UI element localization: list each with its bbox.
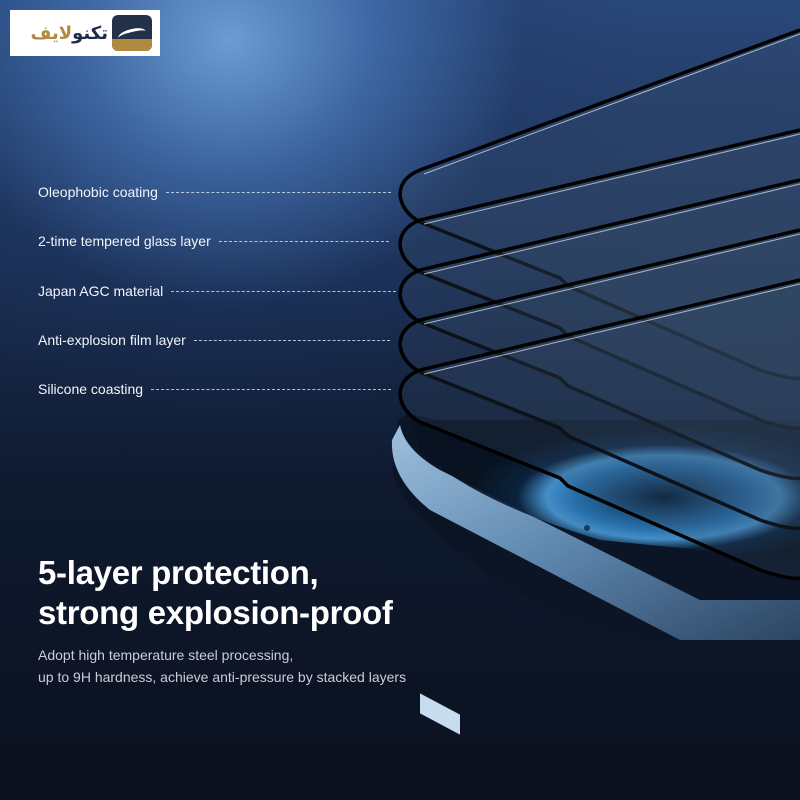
layer-label-silicone: Silicone coasting bbox=[38, 381, 392, 397]
description-line-2: up to 9H hardness, achieve anti-pressure… bbox=[38, 669, 407, 685]
layer-label-tempered-glass: 2-time tempered glass layer bbox=[38, 233, 389, 249]
leader-line bbox=[171, 290, 397, 292]
technolife-logo-icon bbox=[112, 15, 152, 51]
leader-line bbox=[193, 339, 390, 341]
description: Adopt high temperature steel processing,… bbox=[38, 644, 406, 688]
headline: 5-layer protection, strong explosion-pro… bbox=[38, 553, 393, 633]
leader-line bbox=[151, 388, 392, 390]
layer-label-oleophobic: Oleophobic coating bbox=[38, 184, 391, 200]
leader-line bbox=[165, 191, 391, 193]
description-line-1: Adopt high temperature steel processing, bbox=[38, 647, 294, 663]
technolife-logo[interactable]: تکنولایف bbox=[10, 10, 160, 56]
headline-line-1: 5-layer protection, bbox=[38, 554, 319, 591]
layer-label-agc-material: Japan AGC material bbox=[38, 283, 397, 299]
leader-line bbox=[218, 240, 389, 242]
layer-label-anti-explosion: Anti-explosion film layer bbox=[38, 332, 390, 348]
logo-wordmark: تکنولایف bbox=[30, 22, 108, 44]
headline-line-2: strong explosion-proof bbox=[38, 594, 393, 631]
